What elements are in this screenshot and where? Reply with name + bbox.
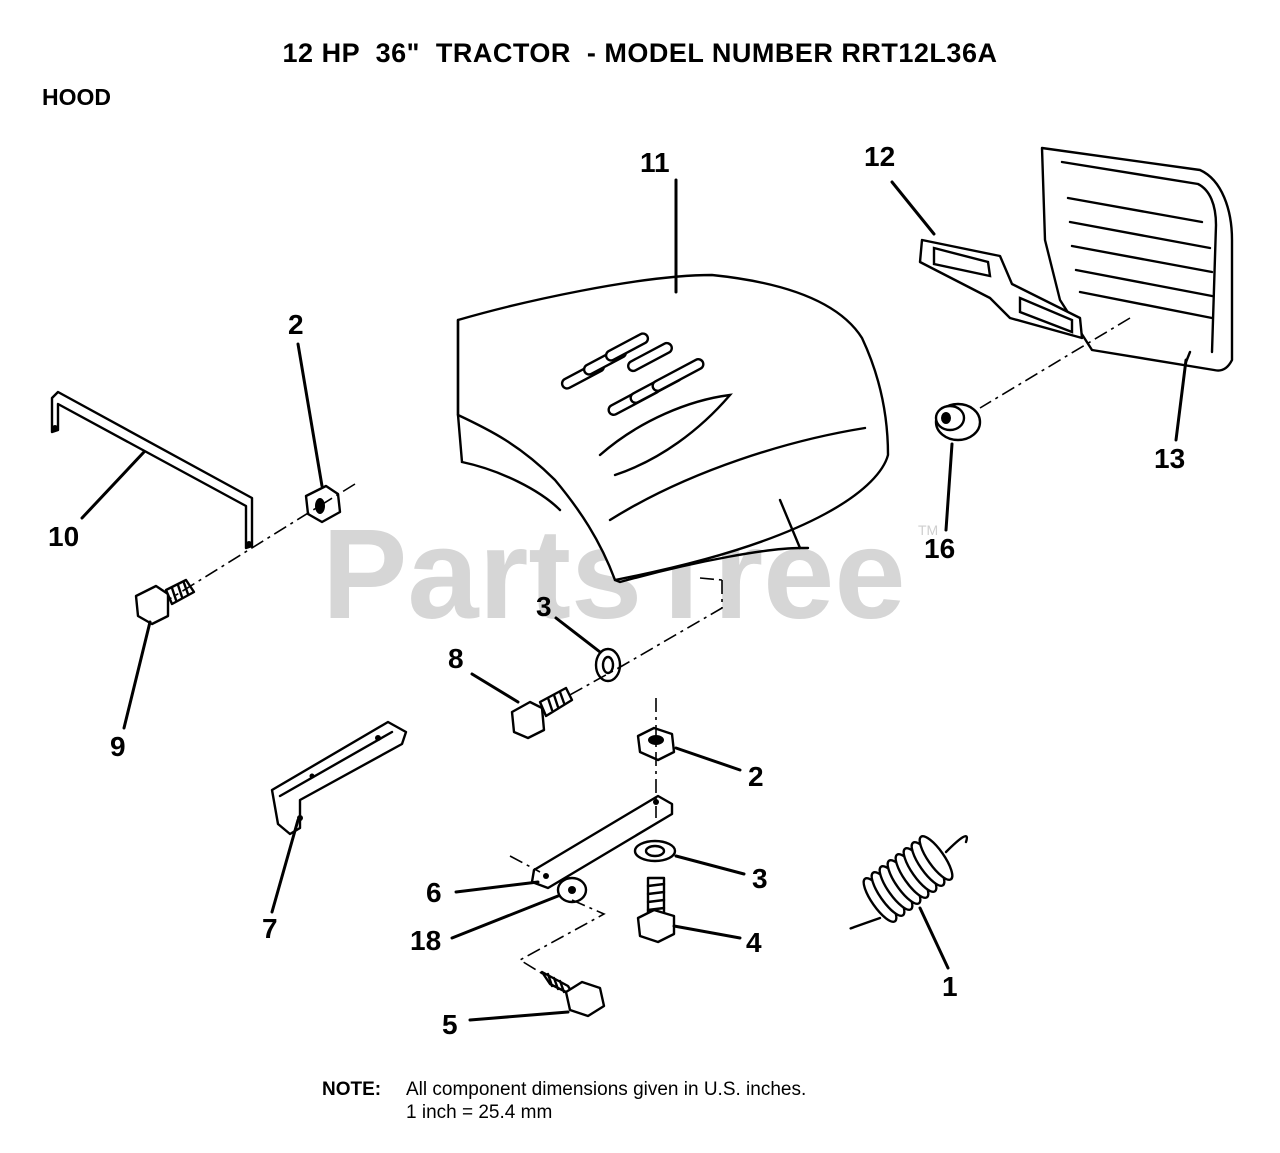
callout-2-lower: 2	[748, 761, 764, 792]
callout-leaders	[80, 178, 1188, 1022]
bracket-part-7[interactable]	[270, 720, 408, 836]
note-line-1: All component dimensions given in U.S. i…	[406, 1079, 807, 1100]
callout-4: 4	[746, 927, 762, 958]
callout-2-upper: 2	[288, 309, 304, 340]
callout-13: 13	[1154, 443, 1185, 474]
note-label: NOTE:	[322, 1079, 382, 1100]
diagram-title: 12 HP 36" TRACTOR - MODEL NUMBER RRT12L3…	[282, 38, 998, 68]
section-label: HOOD	[42, 84, 111, 110]
hood-rod-part-10[interactable]	[50, 390, 254, 550]
callout-3-upper: 3	[536, 591, 552, 622]
dimension-note: NOTE: All component dimensions given in U…	[322, 1078, 806, 1124]
callout-9: 9	[110, 731, 126, 762]
bolt-part-9[interactable]	[134, 578, 196, 626]
callout-6: 6	[426, 877, 442, 908]
watermark-trademark: TM	[918, 522, 938, 538]
callout-1: 1	[942, 971, 958, 1002]
bolt-part-4[interactable]	[636, 876, 676, 944]
grille-part-13[interactable]	[1040, 146, 1234, 372]
callout-8: 8	[448, 643, 464, 674]
flanged-nut-part-16[interactable]	[934, 402, 982, 442]
callout-16: 16	[924, 533, 955, 564]
bolt-part-8[interactable]	[510, 686, 574, 740]
callout-5: 5	[442, 1009, 458, 1040]
bolt-part-5[interactable]	[540, 970, 606, 1018]
bracket-plate-part-12[interactable]	[918, 238, 1084, 340]
spring-part-1[interactable]	[849, 832, 969, 930]
callout-7: 7	[262, 913, 278, 944]
washer-part-18[interactable]	[556, 876, 588, 904]
callout-10: 10	[48, 521, 79, 552]
callout-18: 18	[410, 925, 441, 956]
callout-11: 11	[640, 147, 670, 178]
callout-12: 12	[864, 141, 895, 172]
assembly-centerlines	[167, 317, 1131, 977]
callout-numbers: 11 12 13 16 10 2 9 3 8 2 7 3 6 4 18 5 1	[48, 141, 1185, 1040]
washer-part-3-upper[interactable]	[594, 647, 622, 683]
hood-vents	[560, 332, 705, 416]
hood-part-11[interactable]	[456, 273, 890, 584]
callout-3-lower: 3	[752, 863, 768, 894]
washer-part-3-lower[interactable]	[633, 839, 677, 863]
note-line-2: 1 inch = 25.4 mm	[406, 1102, 553, 1123]
